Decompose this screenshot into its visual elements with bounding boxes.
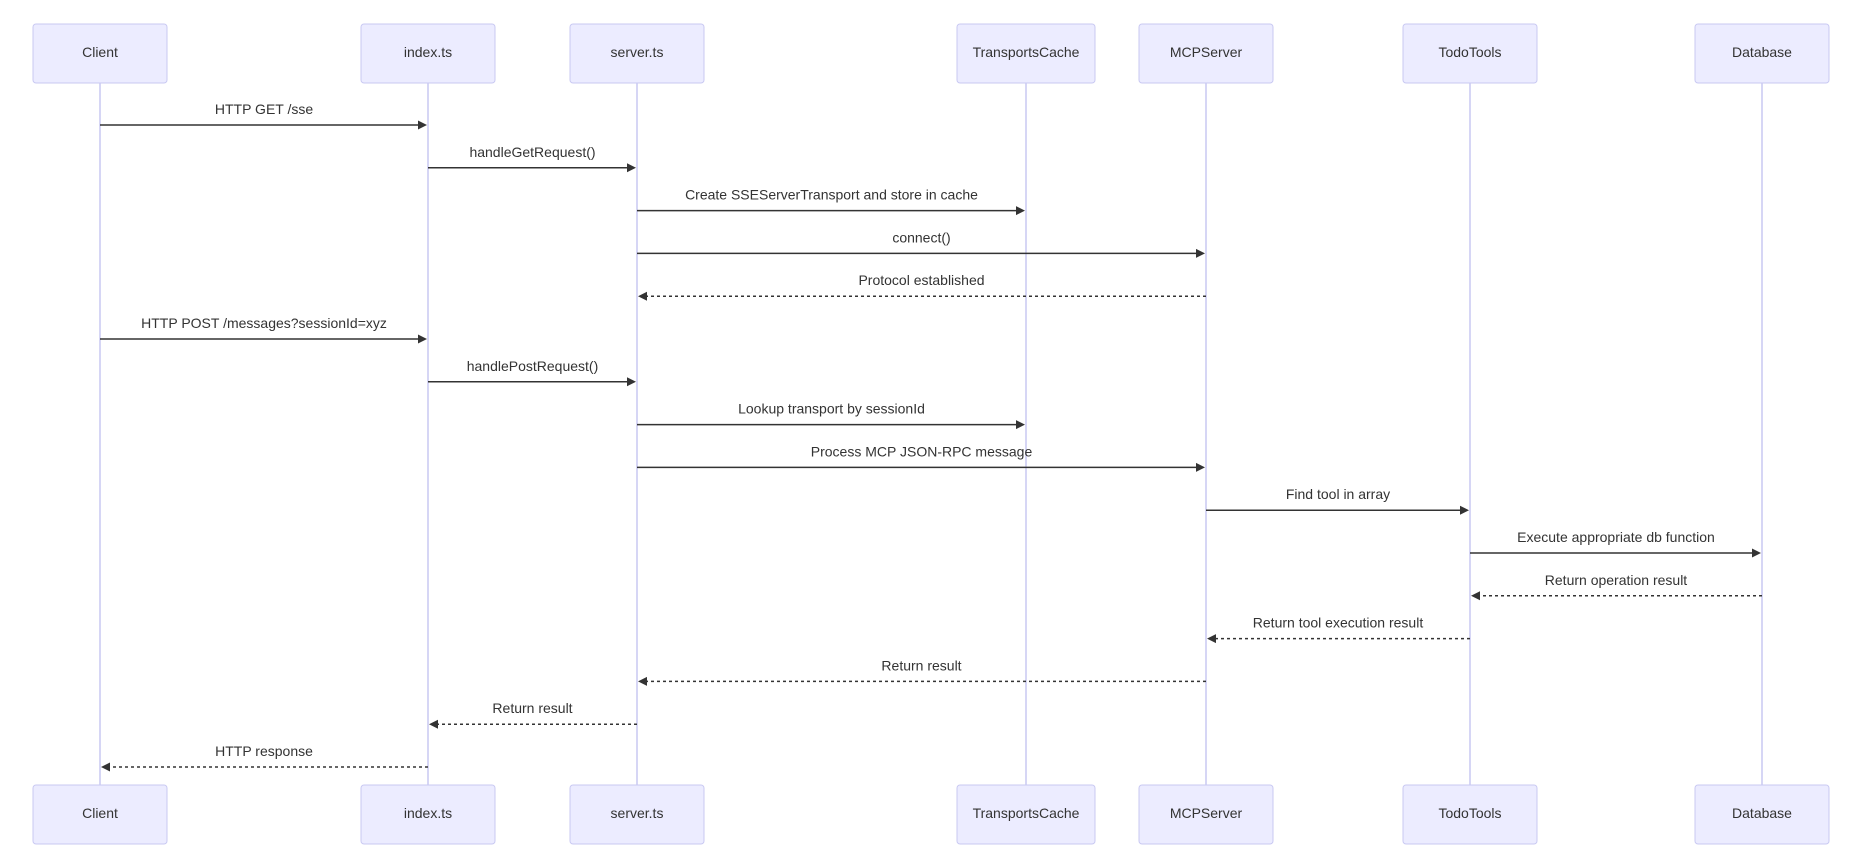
message-5: HTTP POST /messages?sessionId=xyz <box>100 315 427 344</box>
participant-box <box>1402 784 1538 845</box>
arrowhead-icon <box>1016 206 1025 216</box>
lifelines <box>99 83 1763 785</box>
arrowhead-icon <box>638 291 647 301</box>
arrowhead-icon <box>101 762 110 772</box>
message-label: Return operation result <box>1545 572 1688 588</box>
message-label: connect() <box>892 229 950 245</box>
participant-server-bottom: server.ts <box>569 784 705 845</box>
participant-box <box>1694 23 1830 84</box>
message-label: HTTP response <box>215 743 313 759</box>
message-3: connect() <box>637 229 1205 258</box>
participant-box <box>360 784 496 845</box>
participant-label: Client <box>82 44 118 60</box>
participant-label: server.ts <box>611 44 664 60</box>
participant-box <box>1402 23 1538 84</box>
participant-client-bottom: Client <box>32 784 168 845</box>
participant-box <box>569 23 705 84</box>
message-8: Process MCP JSON-RPC message <box>637 443 1205 472</box>
message-label: handleGetRequest() <box>469 144 595 160</box>
participant-label: Database <box>1732 805 1792 821</box>
participant-database-bottom: Database <box>1694 784 1830 845</box>
message-2: Create SSEServerTransport and store in c… <box>637 187 1025 216</box>
message-label: Process MCP JSON-RPC message <box>811 443 1033 459</box>
message-label: Return tool execution result <box>1253 615 1424 631</box>
participant-todotools-bottom: TodoTools <box>1402 784 1538 845</box>
arrowhead-icon <box>1196 462 1205 472</box>
message-label: HTTP POST /messages?sessionId=xyz <box>141 315 387 331</box>
participant-box <box>956 784 1096 845</box>
arrowhead-icon <box>1016 420 1025 430</box>
participants-bottom: Client index.ts server.ts TransportsCache MC… <box>32 784 1830 845</box>
arrowhead-icon <box>1207 634 1216 644</box>
message-label: Lookup transport by sessionId <box>738 401 925 417</box>
participant-mcpserver-bottom: MCPServer <box>1138 784 1274 845</box>
participant-index-top: index.ts <box>360 23 496 84</box>
participant-index-bottom: index.ts <box>360 784 496 845</box>
participant-label: MCPServer <box>1170 44 1243 60</box>
participant-label: TransportsCache <box>973 805 1080 821</box>
arrowhead-icon <box>1752 548 1761 558</box>
participant-label: TransportsCache <box>973 44 1080 60</box>
participant-label: MCPServer <box>1170 805 1243 821</box>
message-label: HTTP GET /sse <box>215 101 313 117</box>
participant-label: Database <box>1732 44 1792 60</box>
message-12: Return tool execution result <box>1207 615 1470 644</box>
arrowhead-icon <box>429 719 438 729</box>
message-label: Execute appropriate db function <box>1517 529 1715 545</box>
participant-todotools-top: TodoTools <box>1402 23 1538 84</box>
participant-box <box>360 23 496 84</box>
arrowhead-icon <box>627 377 636 387</box>
participant-label: TodoTools <box>1438 44 1501 60</box>
message-13: Return result <box>638 657 1206 686</box>
message-label: Find tool in array <box>1286 486 1390 502</box>
message-label: Protocol established <box>858 272 984 288</box>
message-label: Create SSEServerTransport and store in c… <box>685 187 978 203</box>
message-9: Find tool in array <box>1206 486 1469 515</box>
participant-label: TodoTools <box>1438 805 1501 821</box>
participant-label: index.ts <box>404 805 452 821</box>
participant-box <box>32 23 168 84</box>
participant-database-top: Database <box>1694 23 1830 84</box>
participant-label: Client <box>82 805 118 821</box>
participant-label: index.ts <box>404 44 452 60</box>
message-label: handlePostRequest() <box>467 358 599 374</box>
message-14: Return result <box>429 700 637 729</box>
message-6: handlePostRequest() <box>428 358 636 387</box>
message-15: HTTP response <box>101 743 428 772</box>
participant-transportscache-top: TransportsCache <box>956 23 1096 84</box>
participant-box <box>956 23 1096 84</box>
message-11: Return operation result <box>1471 572 1762 601</box>
participant-box <box>32 784 168 845</box>
participant-box <box>1694 784 1830 845</box>
arrowhead-icon <box>1196 248 1205 258</box>
message-0: HTTP GET /sse <box>100 101 427 130</box>
arrowhead-icon <box>1460 505 1469 515</box>
arrowhead-icon <box>627 163 636 173</box>
message-7: Lookup transport by sessionId <box>637 401 1025 430</box>
arrowhead-icon <box>1471 591 1480 601</box>
messages: HTTP GET /sse handleGetRequest() Create SS… <box>100 101 1762 772</box>
participant-server-top: server.ts <box>569 23 705 84</box>
participants-top: Client index.ts server.ts TransportsCache MC… <box>32 23 1830 84</box>
message-label: Return result <box>492 700 572 716</box>
participant-box <box>569 784 705 845</box>
message-10: Execute appropriate db function <box>1470 529 1761 558</box>
arrowhead-icon <box>638 676 647 686</box>
participant-box <box>1138 784 1274 845</box>
arrowhead-icon <box>418 334 427 344</box>
arrowhead-icon <box>418 120 427 130</box>
message-label: Return result <box>881 657 961 673</box>
message-1: handleGetRequest() <box>428 144 636 173</box>
participant-client-top: Client <box>32 23 168 84</box>
message-4: Protocol established <box>638 272 1206 301</box>
participant-box <box>1138 23 1274 84</box>
participant-mcpserver-top: MCPServer <box>1138 23 1274 84</box>
participant-transportscache-bottom: TransportsCache <box>956 784 1096 845</box>
participant-label: server.ts <box>611 805 664 821</box>
